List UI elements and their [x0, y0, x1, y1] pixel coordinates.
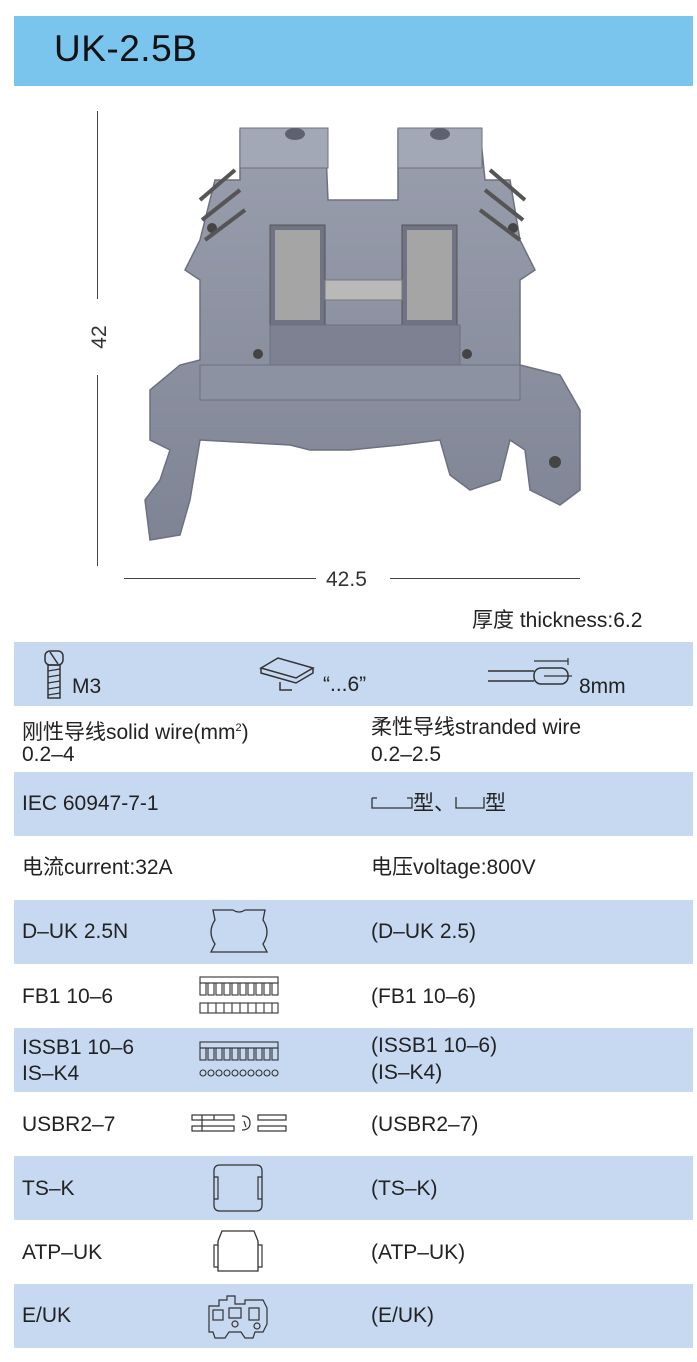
current-label: 电流current:32A [22, 856, 173, 879]
end-cover-icon [209, 909, 269, 953]
insertion-bridge-icon [199, 1041, 279, 1077]
accessory-alt-2: (IS–K4) [371, 1061, 443, 1084]
accessory-row [14, 1156, 693, 1220]
stranded-wire-label: 柔性导线stranded wire [371, 716, 582, 739]
width-dimension-label: 42.5 [326, 568, 367, 592]
standard-label: IEC 60947-7-1 [22, 792, 159, 815]
accessory-row [14, 1028, 693, 1092]
accessory-alt: (D–UK 2.5) [371, 920, 477, 943]
accessory-name: FB1 10–6 [22, 985, 114, 1008]
accessory-name: USBR2–7 [22, 1113, 116, 1136]
accessory-name: TS–K [22, 1177, 75, 1200]
accessory-name: ISSB1 10–6 [22, 1036, 135, 1059]
accessory-alt: (TS–K) [371, 1177, 438, 1200]
height-dimension-line-top [97, 111, 98, 299]
title-bar: UK-2.5B [14, 16, 693, 86]
accessory-name: D–UK 2.5N [22, 920, 129, 943]
accessory-row [14, 900, 693, 964]
end-clamp-icon [208, 1295, 268, 1339]
voltage-label: 电压voltage:800V [371, 856, 536, 879]
stranded-wire-value: 0.2–2.5 [371, 743, 442, 766]
accessory-alt: (ATP–UK) [371, 1241, 466, 1264]
screwdriver-tool-icon [259, 657, 315, 691]
accessory-name-2: IS–K4 [22, 1062, 80, 1085]
partition-plate-icon [213, 1164, 263, 1212]
bridge-icon [199, 976, 279, 1014]
separator-plate-icon [213, 1230, 263, 1272]
standard-row [14, 772, 693, 836]
rail-type: 型、 型 [371, 792, 506, 816]
tool-info-row [14, 642, 693, 706]
accessory-alt: (E/UK) [371, 1304, 434, 1327]
solid-wire-label: 刚性导线solid wire(mm2) [22, 721, 249, 744]
rail-type-b-icon [455, 797, 485, 809]
screw-size: M3 [72, 675, 102, 698]
accessory-alt: (ISSB1 10–6) [371, 1034, 498, 1057]
width-dimension-line-left [124, 578, 316, 579]
rail-type-a-icon [371, 797, 413, 809]
strip-length: 8mm [579, 675, 626, 698]
screw-icon [44, 650, 64, 699]
tool-size: “...6” [323, 673, 367, 696]
thickness-label: 厚度 thickness:6.2 [472, 609, 643, 632]
product-title: UK-2.5B [54, 28, 198, 69]
solid-wire-value: 0.2–4 [22, 743, 75, 766]
terminal-block-illustration [144, 127, 581, 541]
accessory-name: ATP–UK [22, 1241, 103, 1264]
height-dimension-line-bottom [97, 375, 98, 566]
wire-strip-icon [488, 658, 572, 685]
width-dimension-line-right [390, 578, 580, 579]
accessory-alt: (FB1 10–6) [371, 985, 477, 1008]
accessory-row [14, 1284, 693, 1348]
height-dimension-label: 42 [88, 325, 111, 349]
accessory-alt: (USBR2–7) [371, 1113, 479, 1136]
reducing-bridge-icon [191, 1114, 287, 1132]
accessory-name: E/UK [22, 1304, 72, 1327]
